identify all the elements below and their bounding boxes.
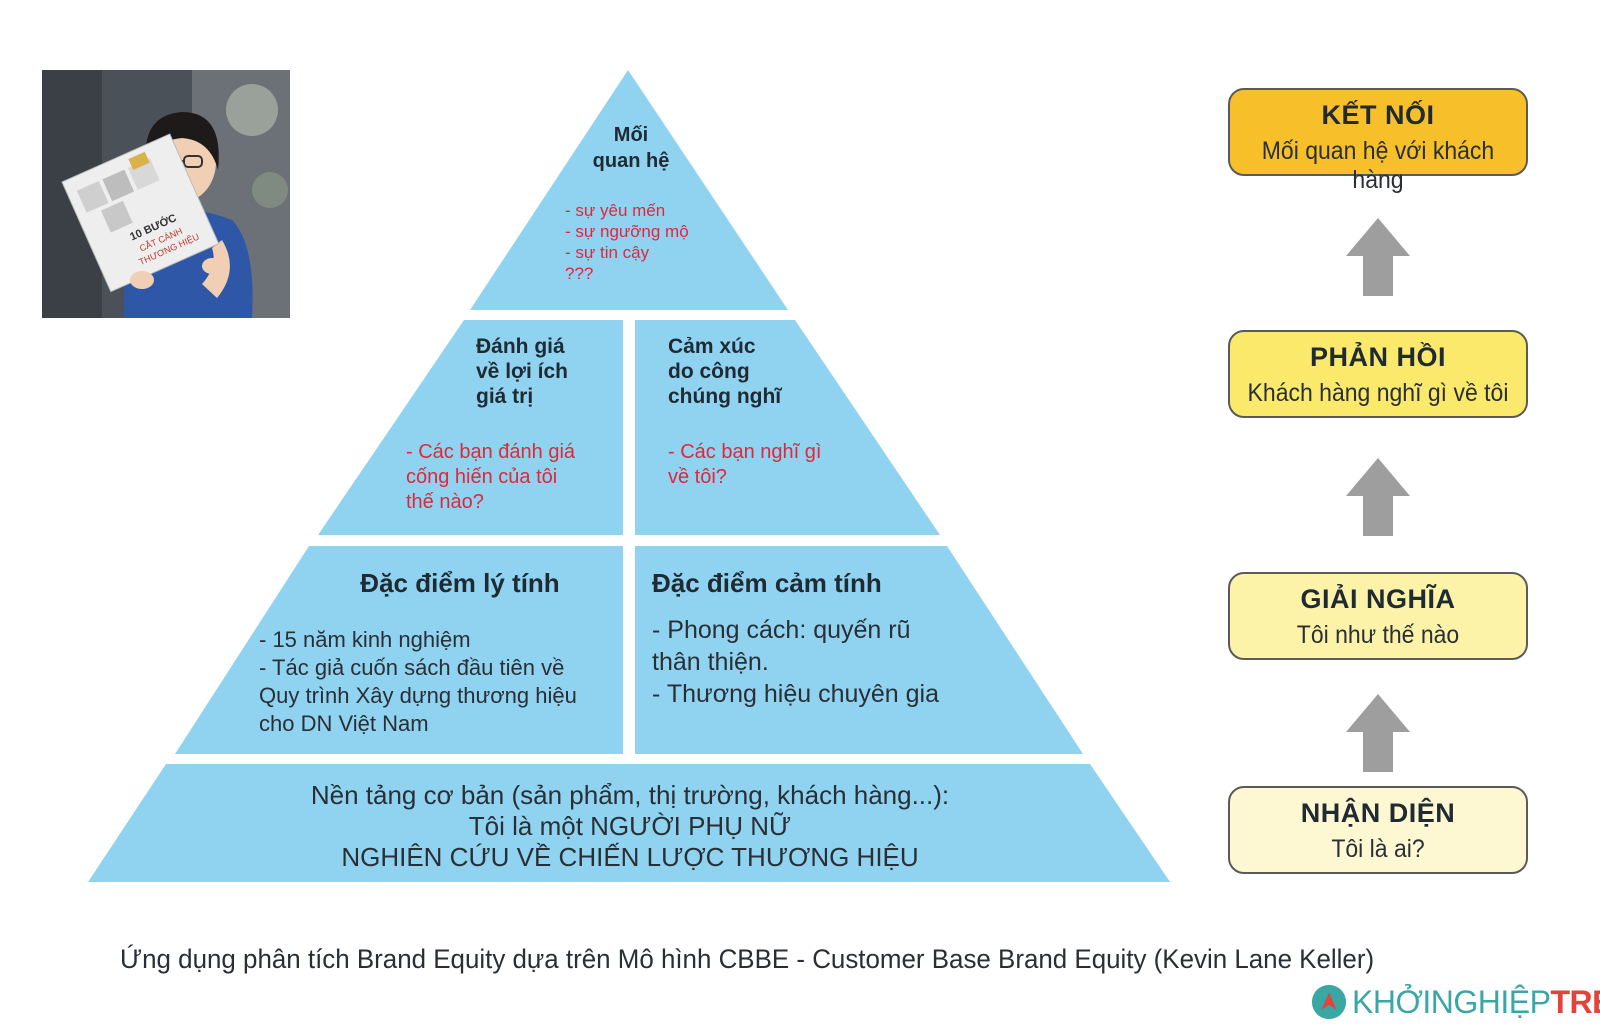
pyramid-level-3-right xyxy=(635,320,940,535)
stage-subtitle: Tôi là ai? xyxy=(1331,835,1425,863)
stage-title: NHẬN DIỆN xyxy=(1300,798,1456,828)
up-arrow-icon xyxy=(1346,218,1410,296)
level2-left-body: - 15 năm kinh nghiệm - Tác giả cuốn sách… xyxy=(259,627,577,736)
stage-title: PHẢN HỒI xyxy=(1309,342,1446,372)
stage-meaning: GIẢI NGHĨA Tôi như thế nào xyxy=(1228,572,1528,660)
author-photo: 10 BƯỚC CẮT CÁNH THƯƠNG HIỆU xyxy=(42,70,290,318)
stage-subtitle: Tôi như thế nào xyxy=(1296,621,1460,649)
rocket-logo-icon xyxy=(1311,984,1347,1020)
pyramid-level-3-left xyxy=(318,320,623,535)
level4-items: - sự yêu mến - sự ngưỡng mộ - sự tin cậy… xyxy=(565,201,689,283)
pyramid-level-1 xyxy=(88,764,1170,882)
level3-left-title: Đánh giá về lợi ích giá trị xyxy=(476,335,568,408)
level1-body: Nền tảng cơ bản (sản phẩm, thị trường, k… xyxy=(310,780,950,872)
stage-response: PHẢN HỒI Khách hàng nghĩ gì về tôi xyxy=(1228,330,1528,418)
stage-connect: KẾT NỐI Mối quan hệ với khách hàng xyxy=(1228,88,1528,194)
level2-left-title: Đặc điểm lý tính xyxy=(360,568,560,598)
up-arrow-icon xyxy=(1346,694,1410,772)
level2-right-body: - Phong cách: quyến rũ thân thiện. - Thư… xyxy=(652,616,940,708)
pyramid-level-2-left xyxy=(175,546,623,754)
brand-logo: KHỞINGHIỆPTRẺ xyxy=(1310,980,1600,1024)
caption: Ứng dụng phân tích Brand Equity dựa trên… xyxy=(120,944,1375,974)
pyramid-level-2-right xyxy=(635,546,1083,754)
level3-right-title: Cảm xúc do công chúng nghĩ xyxy=(668,335,782,408)
stage-title: GIẢI NGHĨA xyxy=(1300,584,1456,614)
stage-subtitle: Khách hàng nghĩ gì về tôi xyxy=(1247,379,1509,407)
level3-right-body: - Các bạn nghĩ gì về tôi? xyxy=(668,441,822,488)
level4-title: Mối quan hệ xyxy=(592,124,670,172)
stage-subtitle: Mối quan hệ với khách hàng xyxy=(1261,137,1495,194)
stage-identity: NHẬN DIỆN Tôi là ai? xyxy=(1228,786,1528,874)
level2-right-title: Đặc điểm cảm tính xyxy=(652,568,882,598)
up-arrow-icon xyxy=(1346,458,1410,536)
logo-text-part1: KHỞINGHIỆP xyxy=(1352,983,1551,1020)
pyramid-level-4 xyxy=(470,70,788,310)
level3-left-body: - Các bạn đánh giá cống hiến của tôi thế… xyxy=(406,441,576,513)
logo-text-part2: TRẺ xyxy=(1550,983,1600,1020)
stage-title: KẾT NỐI xyxy=(1321,100,1435,130)
